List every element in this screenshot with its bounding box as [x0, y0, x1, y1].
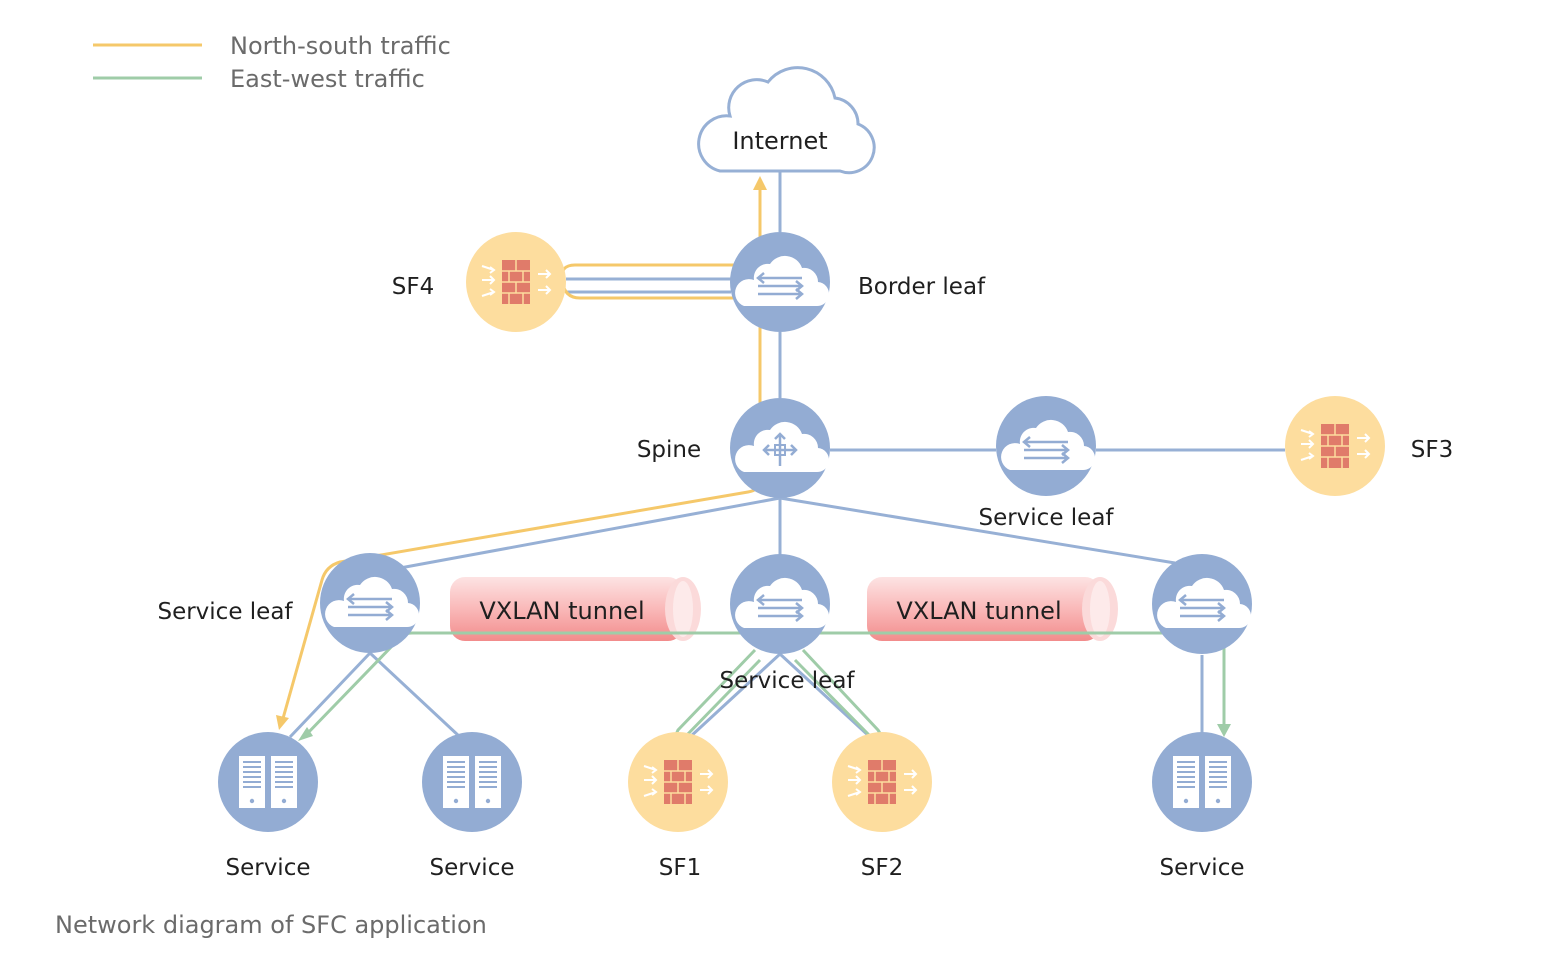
service-leaf-left-label: Service leaf	[157, 599, 293, 625]
sf3-label: SF3	[1411, 437, 1453, 463]
server-icon	[421, 731, 523, 833]
service-3-node: Service	[1151, 731, 1253, 881]
sf4-node: SF4	[392, 231, 567, 333]
spine-switch-icon	[728, 396, 832, 500]
internet-cloud: Internet	[697, 66, 876, 175]
sf4-label: SF4	[392, 274, 434, 300]
legend-east-west-label: East-west traffic	[230, 65, 425, 93]
physical-links	[288, 170, 1285, 739]
service-leaf-right-node: Service leaf	[978, 394, 1114, 531]
link-spine-leaf-far-right	[779, 496, 1176, 565]
sf3-node: SF3	[1284, 395, 1453, 497]
vxlan-tunnel-left-label: VXLAN tunnel	[479, 597, 644, 625]
east-west-arrow-service-3	[1217, 724, 1231, 737]
border-leaf-node: Border leaf	[728, 230, 986, 334]
leaf-switch-icon	[728, 230, 832, 334]
service-2-node: Service	[421, 731, 523, 881]
link-leaf-center-sf1	[688, 652, 782, 739]
service-leaf-right-label: Service leaf	[978, 505, 1114, 531]
link-leaf-left-service-1	[288, 651, 372, 739]
vxlan-tunnel-right-label: VXLAN tunnel	[896, 597, 1061, 625]
firewall-icon	[465, 231, 567, 333]
server-icon	[217, 731, 319, 833]
vxlan-tunnel-left: VXLAN tunnel	[450, 577, 701, 641]
service-leaf-left-node: Service leaf	[157, 551, 422, 655]
diagram-caption: Network diagram of SFC application	[55, 911, 487, 939]
firewall-icon	[627, 731, 729, 833]
spine-label: Spine	[637, 437, 701, 463]
sf2-label: SF2	[861, 855, 903, 881]
legend-north-south-label: North-south traffic	[230, 32, 451, 60]
north-south-arrow-internet	[753, 176, 767, 190]
service-leaf-center-node: Service leaf	[719, 552, 855, 694]
vxlan-tunnel-right: VXLAN tunnel	[867, 577, 1118, 641]
sf1-label: SF1	[659, 855, 701, 881]
border-leaf-label: Border leaf	[858, 274, 986, 300]
leaf-switch-icon	[318, 551, 422, 655]
sf1-node: SF1	[627, 731, 729, 881]
leaf-switch-icon	[994, 394, 1098, 498]
sf2-node: SF2	[831, 731, 933, 881]
north-south-arrow-service-1	[276, 715, 289, 730]
service-2-label: Service	[429, 855, 514, 881]
service-1-label: Service	[225, 855, 310, 881]
service-leaf-far-right-node	[1150, 552, 1254, 656]
firewall-icon	[1284, 395, 1386, 497]
link-spine-leaf-left	[399, 496, 781, 570]
legend: North-south traffic East-west traffic	[93, 32, 451, 93]
firewall-icon	[831, 731, 933, 833]
east-west-arrow-service-1	[298, 727, 313, 741]
service-1-node: Service	[217, 731, 319, 881]
server-icon	[1151, 731, 1253, 833]
link-leaf-left-service-2	[368, 651, 462, 739]
spine-node: Spine	[637, 396, 832, 500]
service-3-label: Service	[1159, 855, 1244, 881]
link-leaf-center-sf2	[778, 652, 872, 739]
leaf-switch-icon	[1150, 552, 1254, 656]
internet-label: Internet	[732, 127, 827, 155]
service-leaf-center-label: Service leaf	[719, 668, 855, 694]
leaf-switch-icon	[728, 552, 832, 656]
